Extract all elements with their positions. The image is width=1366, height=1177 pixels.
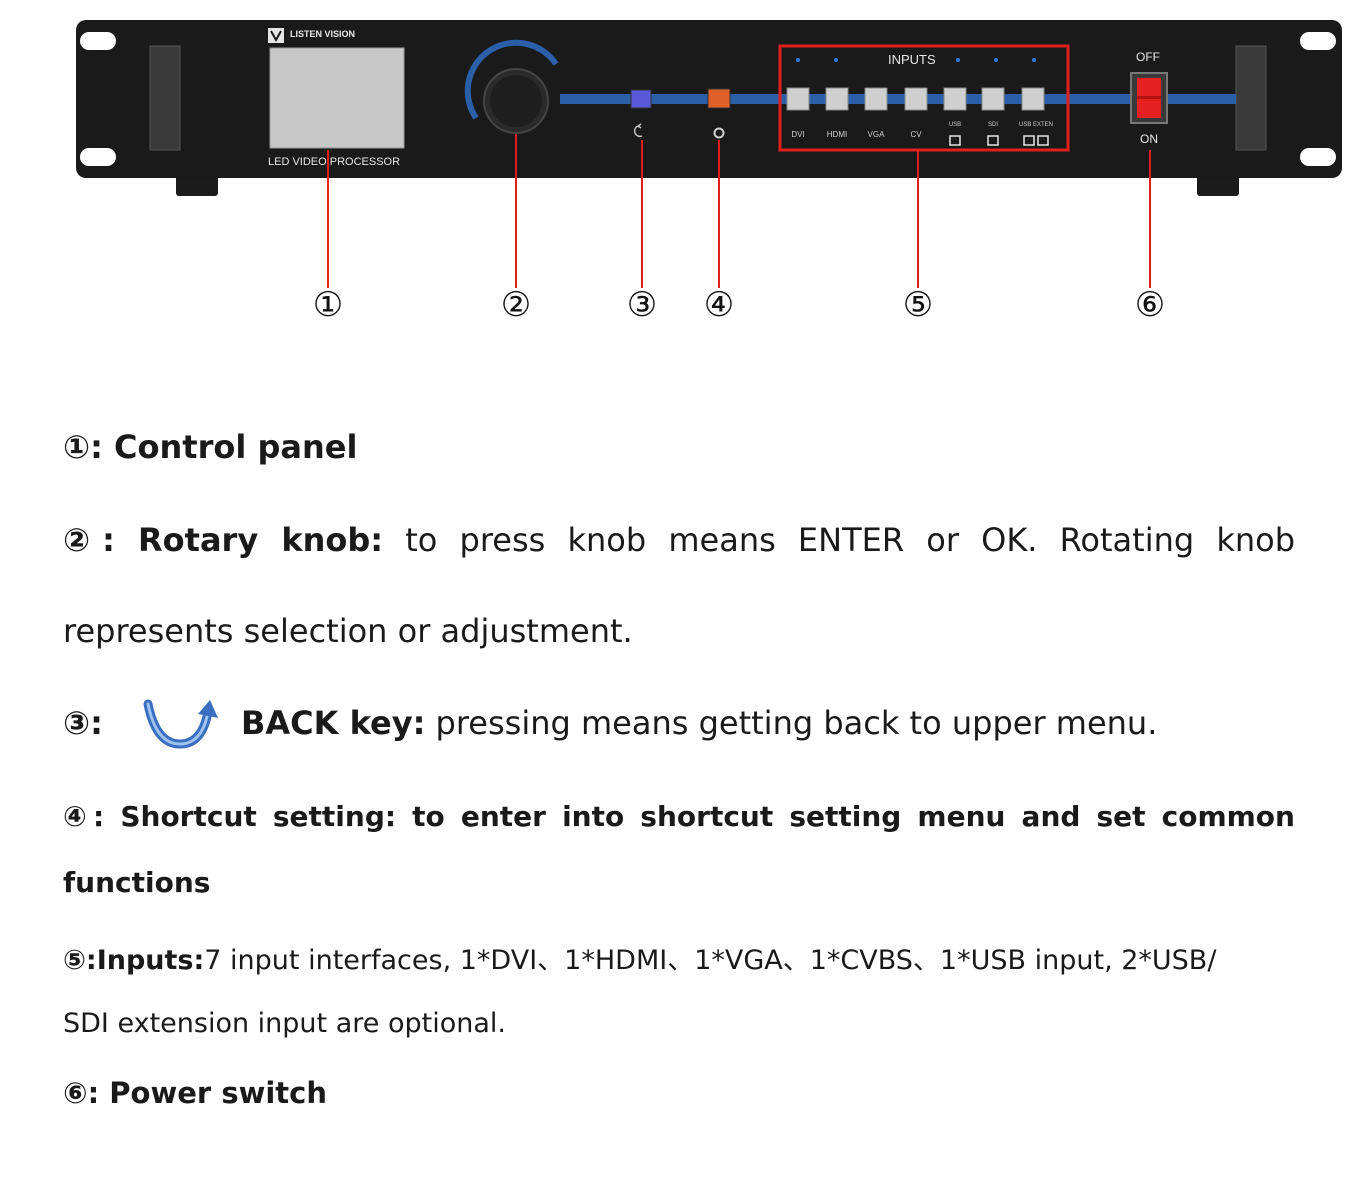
item-4-text-line2: functions: [63, 866, 211, 899]
input-button-dvi[interactable]: [786, 87, 810, 111]
item-6-sep: :: [87, 1076, 100, 1110]
input-button-vga[interactable]: [864, 87, 888, 111]
back-key[interactable]: [630, 89, 652, 109]
knob-ring-arc: [464, 39, 559, 120]
item-1-title: Control panel: [114, 428, 358, 466]
item-5-sep: :: [85, 945, 97, 976]
right-handle: [1235, 45, 1267, 151]
item-4-text-line1: to enter into shortcut setting menu and …: [412, 800, 1295, 833]
input-button-usb[interactable]: [943, 87, 967, 111]
item-6-title: Power switch: [109, 1076, 328, 1110]
inputs-title: INPUTS: [888, 52, 936, 67]
input-label-vga: VGA: [867, 130, 885, 139]
back-key-icon: [633, 123, 643, 138]
item-4-num: ④: [63, 800, 94, 833]
item-2-num: ②: [63, 521, 103, 559]
input-buttons: [786, 87, 1045, 111]
input-button-cv[interactable]: [904, 87, 928, 111]
left-handle: [149, 45, 181, 151]
item-4-line2: functions: [63, 866, 1295, 899]
input-button-hdmi[interactable]: [825, 87, 849, 111]
power-on-label: ON: [1140, 132, 1158, 146]
input-label-usb-exten: USB EXTEN: [1018, 122, 1053, 128]
input-button-usb-exten[interactable]: [1021, 87, 1045, 111]
callout-5: ⑤: [902, 285, 934, 325]
input-label-sdi: SDI: [987, 122, 998, 128]
input-button-sdi[interactable]: [981, 87, 1005, 111]
sdi-port-icon: [987, 135, 999, 146]
blue-bar: [560, 94, 1236, 104]
callout-6: ⑥: [1134, 285, 1166, 325]
model-label: LED VIDEO PROCESSOR: [268, 156, 401, 168]
shortcut-key-icon: [713, 127, 725, 139]
item-rotary-knob: ②: Rotary knob: to press knob means ENTE…: [63, 521, 1295, 559]
item-5-text-line2: SDI extension input are optional.: [63, 1008, 506, 1039]
callout-3: ③: [626, 285, 658, 325]
usb-exten-port-icon: [1023, 135, 1035, 146]
device-front-panel: [76, 20, 1342, 288]
usb-port-icon: [949, 135, 961, 146]
item-2-title: Rotary knob: [138, 521, 371, 559]
item-6-num: ⑥: [63, 1076, 88, 1110]
item-4-sep: :: [93, 800, 105, 833]
item-inputs: ⑤:Inputs:7 input interfaces, 1*DVI、1*HDM…: [63, 938, 1295, 977]
input-label-hdmi: HDMI: [826, 130, 848, 139]
brand-name: LISTEN VISION: [290, 29, 356, 39]
item-shortcut-setting: ④: Shortcut setting: to enter into short…: [63, 800, 1295, 833]
callout-lines: [327, 134, 1151, 288]
item-3-sep: :: [90, 704, 103, 742]
power-off-label: OFF: [1136, 50, 1160, 64]
item-control-panel: ①: Control panel: [63, 428, 1295, 466]
item-5-num: ⑤: [63, 945, 86, 976]
callout-1: ①: [312, 285, 344, 325]
item-2-line2: represents selection or adjustment.: [63, 612, 1295, 650]
item-3-title: BACK key: [241, 704, 413, 742]
item-power-switch: ⑥: Power switch: [63, 1076, 1295, 1110]
item-5-text-line1: 7 input interfaces, 1*DVI、1*HDMI、1*VGA、1…: [204, 945, 1217, 976]
item-1-num: ①: [63, 428, 91, 466]
usb-exten-port-icon-2: [1037, 135, 1049, 146]
inputs-highlight-box: [778, 44, 1070, 152]
shortcut-key[interactable]: [707, 88, 731, 109]
rack-hole-bl: [80, 148, 116, 166]
item-4-title-sep: :: [384, 800, 397, 833]
back-arrow-icon: [143, 699, 218, 749]
item-3-body: BACK key: pressing means getting back to…: [241, 704, 1241, 742]
input-label-cv: CV: [910, 130, 922, 139]
item-5-title-sep: :: [193, 945, 205, 976]
item-4-title: Shortcut setting: [120, 800, 385, 833]
item-1-sep: :: [90, 428, 103, 466]
item-back-key: ③:: [63, 704, 1295, 742]
item-2-text-line2: represents selection or adjustment.: [63, 612, 633, 650]
input-label-usb: USB: [948, 122, 962, 128]
item-2-title-sep: :: [370, 521, 384, 559]
callout-2: ②: [500, 285, 532, 325]
rack-hole-tl: [80, 32, 116, 50]
item-3-text: pressing means getting back to upper men…: [435, 704, 1158, 742]
port-icons: [949, 135, 1049, 146]
item-3-num: ③: [63, 704, 91, 742]
input-indicator-dots: [796, 58, 1036, 62]
item-5-line2: SDI extension input are optional.: [63, 1008, 1295, 1039]
callout-4: ④: [703, 285, 735, 325]
item-5-title: Inputs: [96, 945, 194, 976]
item-3-title-sep: :: [412, 704, 426, 742]
rack-hole-tr: [1300, 32, 1336, 50]
input-label-dvi: DVI: [791, 130, 805, 139]
item-2-text-line1: to press knob means ENTER or OK. Rotatin…: [405, 521, 1296, 559]
item-2-sep: :: [102, 521, 115, 559]
rack-hole-br: [1300, 148, 1336, 166]
lcd-screen: [269, 47, 405, 149]
